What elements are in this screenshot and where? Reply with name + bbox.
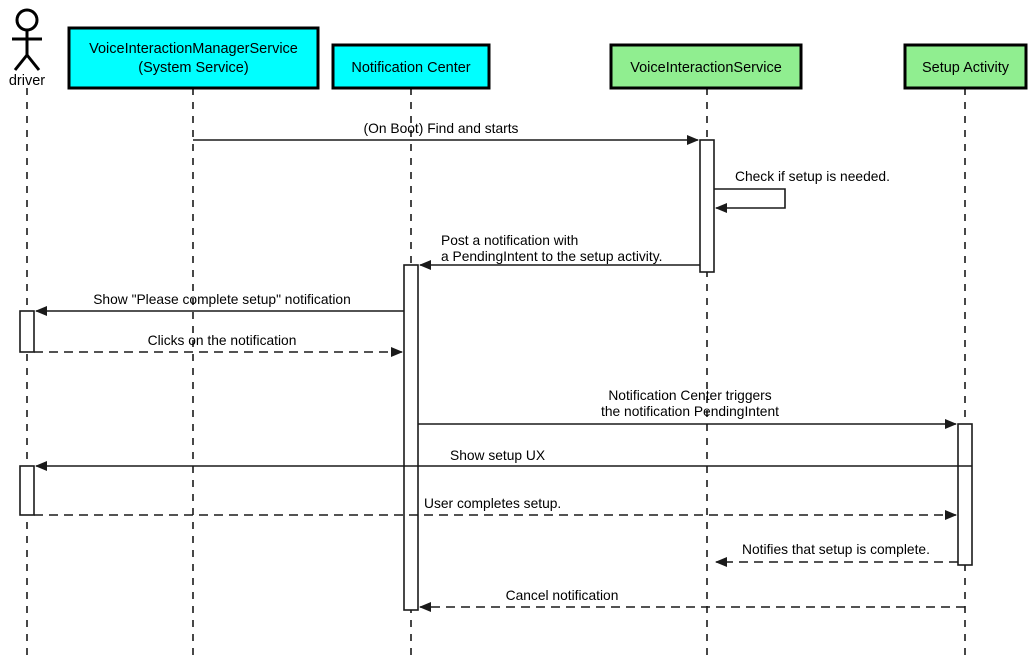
actor-leg-left-icon [13,54,29,71]
message-user-completes-setup[interactable]: User completes setup. [34,496,957,520]
message-label-check-setup-needed: Check if setup is needed. [735,169,890,184]
participant-box-notification-center [331,43,491,90]
participant-label-vims-line1: VoiceInteractionManagerService [89,41,298,57]
participant-label-setup-activity: Setup Activity [922,60,1010,76]
message-label-post-notification-line2: a PendingIntent to the setup activity. [441,249,662,264]
message-self-loop-path [714,188,786,213]
activation-bar-driver-first [19,310,35,353]
activation-bar-driver-second [19,465,35,516]
participant-box-setup-activity [903,43,1028,90]
participant-vims[interactable]: VoiceInteractionManagerService (System S… [67,26,320,90]
participant-box-vims [67,26,320,90]
participant-label-notification-center: Notification Center [351,60,470,76]
actor-head-icon [15,8,39,32]
message-label-notification-center-triggers-line2: the notification PendingIntent [601,404,779,419]
message-label-notification-center-triggers-line1: Notification Center triggers [608,388,771,403]
message-cancel-notification[interactable]: Cancel notification [419,588,965,612]
message-label-clicks-on-notification: Clicks on the notification [148,333,297,348]
activation-bars-group [19,139,973,611]
message-notifies-setup-complete[interactable]: Notifies that setup is complete. [715,542,958,567]
message-label-show-setup-ux: Show setup UX [450,448,545,463]
participant-box-voice-interaction-service [609,43,803,90]
message-find-and-starts[interactable]: (On Boot) Find and starts [193,121,699,145]
message-label-show-complete-setup-notification: Show "Please complete setup" notificatio… [93,292,351,307]
message-label-find-and-starts: (On Boot) Find and starts [364,121,519,136]
message-label-user-completes-setup: User completes setup. [424,496,561,511]
message-notification-center-triggers[interactable]: Notification Center triggers the notific… [418,388,957,429]
activation-bar-setup-activity [957,423,973,566]
participant-label-vims-line2: (System Service) [138,60,248,76]
message-clicks-on-notification[interactable]: Clicks on the notification [34,333,403,357]
participant-setup-activity[interactable]: Setup Activity [903,43,1028,90]
participant-driver[interactable]: driver [9,8,45,89]
message-label-cancel-notification: Cancel notification [506,588,619,603]
actor-leg-right-icon [25,54,41,71]
message-label-post-notification-line1: Post a notification with [441,233,578,248]
message-show-setup-ux[interactable]: Show setup UX [35,448,972,471]
message-label-notifies-setup-complete: Notifies that setup is complete. [742,542,930,557]
participant-notification-center[interactable]: Notification Center [331,43,491,90]
message-post-notification[interactable]: Post a notification with a PendingIntent… [419,233,700,270]
message-show-complete-setup-notification[interactable]: Show "Please complete setup" notificatio… [35,292,404,316]
participant-label-voice-interaction-service: VoiceInteractionService [630,60,782,76]
activation-bar-notification-center [403,264,419,611]
message-check-setup-needed[interactable]: Check if setup is needed. [714,169,890,213]
activation-bar-voice-interaction-service [699,139,715,273]
participant-voice-interaction-service[interactable]: VoiceInteractionService [609,43,803,90]
participant-label-driver: driver [9,73,45,89]
